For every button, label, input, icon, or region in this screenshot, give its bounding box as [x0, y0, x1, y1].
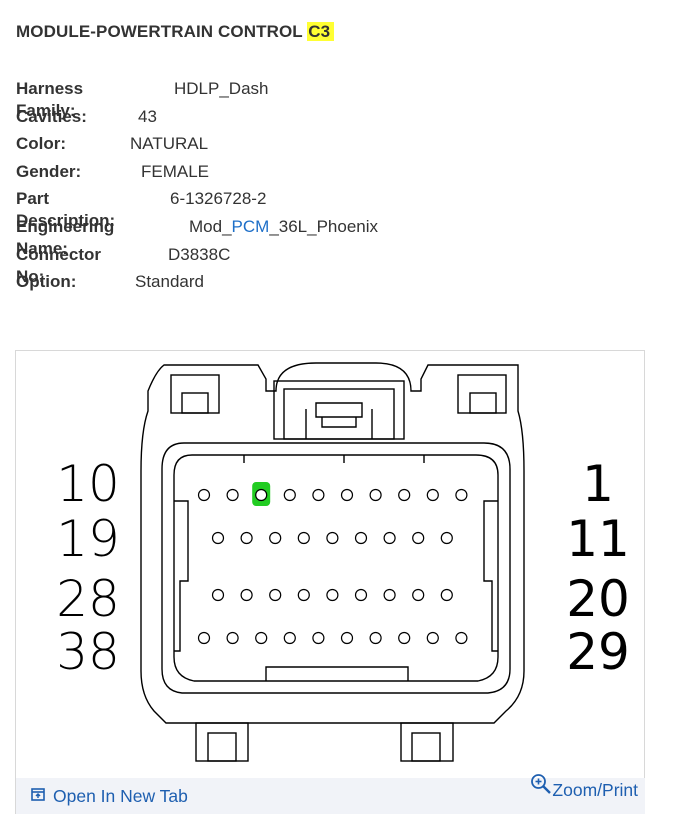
diagram-footer: Open In New Tab Zoom/Print	[16, 773, 645, 814]
connector-pin	[312, 488, 325, 502]
property-label: Part Description:	[16, 189, 116, 231]
open-in-new-tab-icon	[31, 785, 45, 806]
connector-pin	[340, 488, 354, 502]
zoom-print-link[interactable]: Zoom/Print	[530, 773, 638, 801]
connector-pin	[440, 588, 453, 602]
right-pin-range-label: 1	[582, 455, 614, 513]
left-pin-range-label: 28	[56, 570, 120, 628]
property-value: HDLP_Dash	[174, 79, 269, 98]
connector-pin	[412, 531, 425, 545]
property-label: Color:	[16, 134, 67, 154]
property-label: Engineering Name:	[16, 216, 115, 258]
connector-pin	[326, 588, 339, 602]
property-value: Mod_PCM_36L_Phoenix	[189, 216, 378, 238]
connector-pin	[269, 588, 282, 602]
connector-pin	[283, 631, 296, 645]
engineering-name-suffix: _36L_Phoenix	[269, 216, 379, 236]
connector-pin	[426, 488, 439, 502]
pcm-link[interactable]: PCM	[231, 216, 270, 236]
property-value: D3838C	[168, 244, 231, 264]
property-value: 6-1326728-2	[170, 189, 267, 209]
connector-pin	[297, 531, 310, 545]
connector-pin	[440, 531, 453, 545]
connector-pin	[326, 531, 339, 545]
connector-pin	[211, 588, 225, 602]
connector-pin	[369, 488, 382, 502]
right-pin-range-label: 20	[566, 570, 630, 628]
connector-pin	[383, 588, 396, 602]
property-value: NATURAL	[130, 134, 209, 154]
zoom-print-label: Zoom/Print	[552, 780, 638, 800]
connector-pin	[412, 588, 425, 602]
connector-pin	[255, 488, 268, 502]
left-pin-range-label: 10	[56, 455, 120, 513]
connector-pin	[383, 531, 396, 545]
connector-pin	[226, 488, 239, 502]
connector-id-highlight: C3	[307, 22, 335, 41]
connector-pin	[455, 631, 468, 645]
open-in-new-tab-label: Open In New Tab	[53, 786, 188, 806]
property-label: Harness Family:	[16, 79, 84, 120]
property-value: 43	[138, 106, 157, 126]
connector-pin	[455, 488, 468, 502]
connector-pin	[197, 631, 211, 645]
engineering-name-prefix: Mod_	[189, 216, 232, 236]
property-label: Gender:	[16, 161, 82, 181]
connector-pin	[226, 631, 239, 645]
property-label: Option:	[16, 272, 77, 292]
right-pin-range-label: 11	[566, 510, 630, 568]
connector-pin	[297, 588, 310, 602]
connector-pin	[340, 631, 354, 645]
left-pin-range-label: 38	[56, 623, 120, 681]
connector-pin	[398, 488, 411, 502]
connector-pin	[354, 531, 368, 545]
property-value: Standard	[135, 272, 204, 292]
title-prefix: MODULE-POWERTRAIN CONTROL	[16, 22, 303, 41]
connector-pin	[211, 531, 225, 545]
connector-pin	[240, 531, 253, 545]
connector-pin	[197, 488, 211, 502]
zoom-in-icon	[530, 773, 552, 800]
open-in-new-tab-link[interactable]: Open In New Tab	[31, 786, 188, 807]
connector-pin	[283, 488, 296, 502]
property-label: Connector No:	[16, 244, 101, 286]
left-pin-range-label: 19	[56, 510, 120, 568]
right-pin-range-label: 29	[566, 623, 630, 681]
connector-pin	[269, 531, 282, 545]
connector-pin	[426, 631, 439, 645]
connector-pin	[354, 588, 368, 602]
property-value: FEMALE	[141, 161, 210, 181]
connector-pin	[312, 631, 325, 645]
connector-pin	[255, 631, 268, 645]
connector-pin	[369, 631, 382, 645]
connector-pin	[398, 631, 411, 645]
page-title: MODULE-POWERTRAIN CONTROL C3	[16, 22, 335, 42]
connector-pin	[240, 588, 253, 602]
property-label: Cavities:	[16, 106, 87, 126]
